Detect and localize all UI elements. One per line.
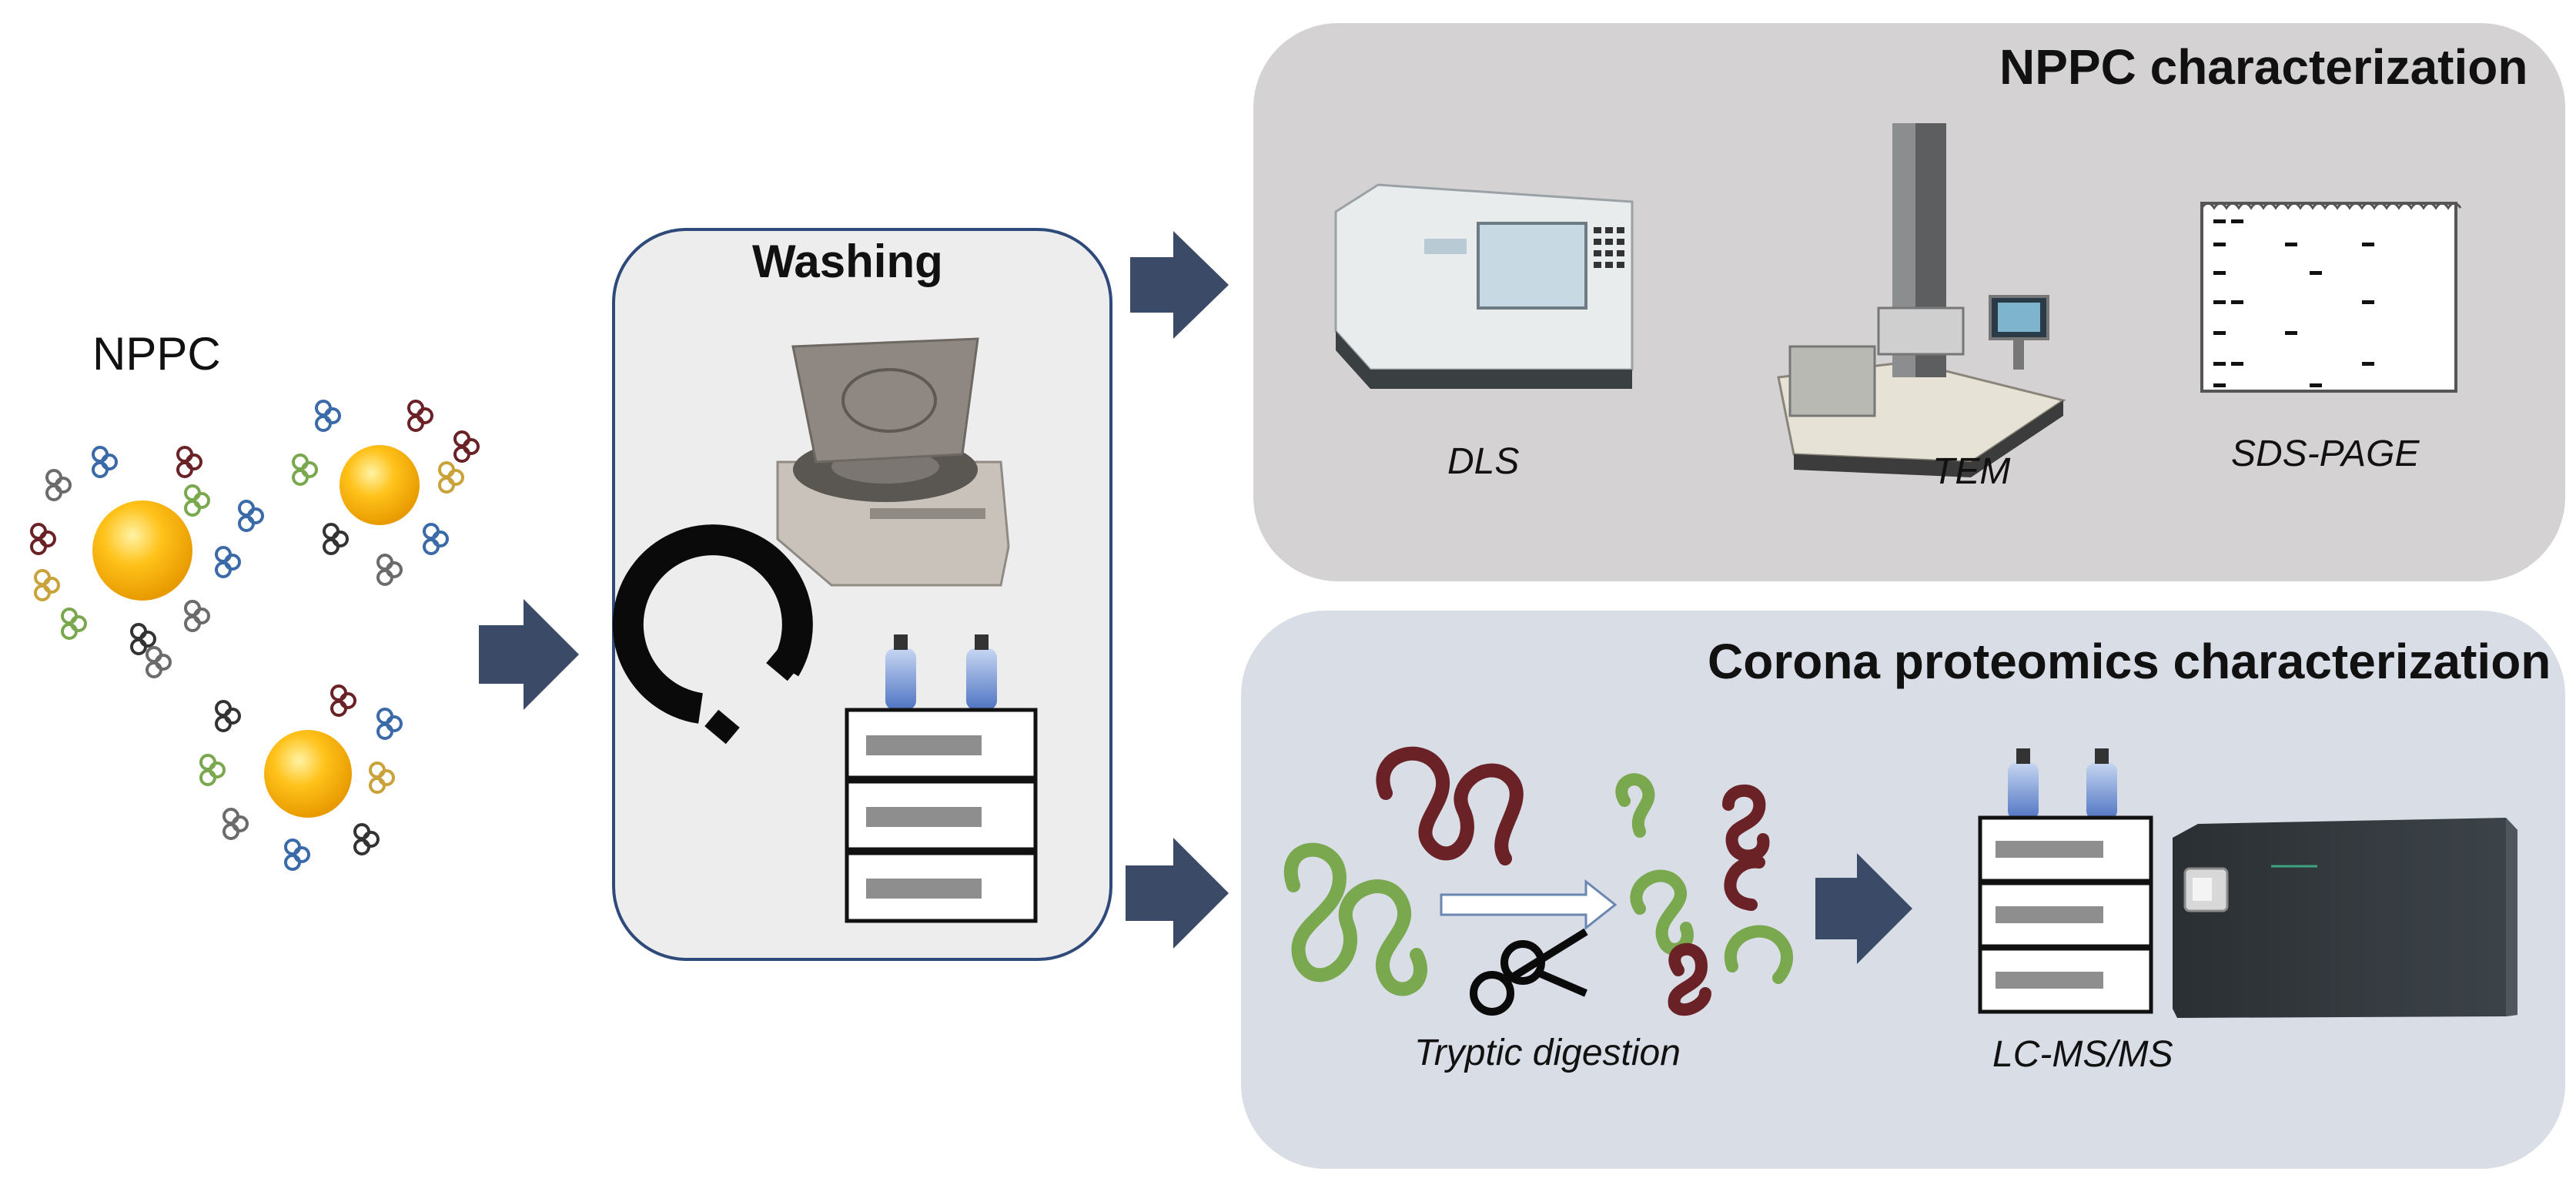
sds-page-gel-icon bbox=[2200, 202, 2462, 393]
hplc-stack-icon bbox=[845, 634, 1038, 923]
nanoparticle bbox=[264, 730, 352, 818]
dls-instrument-icon bbox=[1334, 183, 1634, 389]
nanoparticle bbox=[340, 445, 420, 525]
dls-label: DLS bbox=[1447, 441, 1520, 482]
tem-microscope-icon bbox=[1777, 123, 2066, 477]
arrow-to-washing bbox=[479, 599, 579, 710]
digestion-arrow bbox=[1440, 879, 1618, 931]
protein-green-icon bbox=[1284, 842, 1427, 996]
proteomics-panel bbox=[1241, 611, 2565, 1169]
corona-proteins bbox=[30, 400, 480, 871]
tem-label: TEM bbox=[1932, 451, 2011, 492]
peptide-fragments-icon bbox=[1615, 773, 1793, 1016]
magnet-icon bbox=[612, 524, 813, 745]
washing-title: Washing bbox=[752, 236, 943, 287]
arrow-to-proteomics bbox=[1126, 838, 1229, 949]
nppc-label: NPPC bbox=[92, 328, 221, 380]
sds-page-label: SDS-PAGE bbox=[2231, 433, 2420, 474]
nanoparticle bbox=[92, 500, 192, 601]
protein-dark-icon bbox=[1376, 746, 1524, 865]
centrifuge-icon bbox=[776, 337, 1010, 587]
lc-stack-icon bbox=[1978, 748, 2153, 1014]
arrow-to-lcms bbox=[1815, 853, 1912, 964]
lcms-label: LC-MS/MS bbox=[1992, 1034, 2173, 1075]
scissors-icon bbox=[1470, 928, 1588, 1016]
proteomics-title: Corona proteomics characterization bbox=[1708, 634, 2551, 689]
arrow-to-characterization bbox=[1130, 231, 1229, 339]
characterization-title: NPPC characterization bbox=[1999, 39, 2528, 95]
nanoparticle-cluster bbox=[30, 400, 480, 871]
mass-spectrometer-icon bbox=[2173, 818, 2517, 1018]
digestion-label: Tryptic digestion bbox=[1414, 1033, 1681, 1073]
